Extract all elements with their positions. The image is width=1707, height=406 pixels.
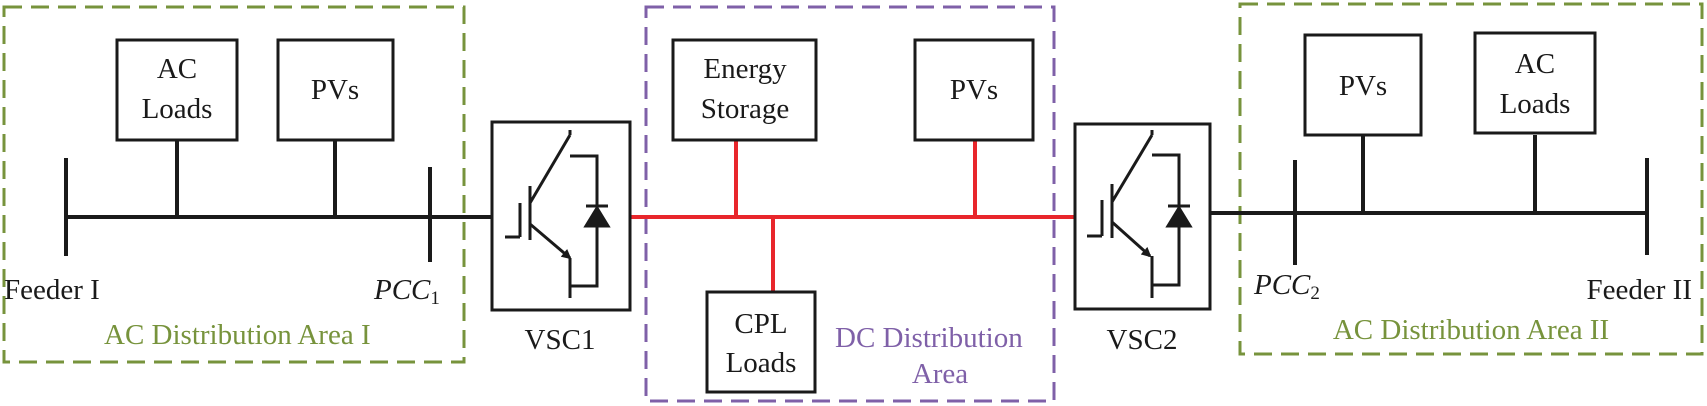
right-pvs-label: PVs <box>1339 70 1387 102</box>
dc-area-border <box>644 5 1056 403</box>
right-ac-loads-label-line2: Loads <box>1500 88 1571 120</box>
feeder-i-label: Feeder I <box>4 274 100 306</box>
ac-area-right-border <box>1238 2 1704 356</box>
pcc2-main: PCC <box>1253 269 1311 301</box>
pcc1-main: PCC <box>373 274 431 306</box>
right-ac-loads-box <box>1473 31 1597 135</box>
cpl-loads-box <box>705 290 817 394</box>
left-pvs-label: PVs <box>311 74 359 106</box>
ac-area-left-label: AC Distribution Area I <box>104 319 371 351</box>
cpl-loads-label-line1: CPL <box>734 308 787 340</box>
energy-storage-box <box>671 38 818 142</box>
pcc2-label: PCC2 <box>1253 269 1320 304</box>
vsc1-diode-icon <box>583 204 611 228</box>
cpl-loads-label-line2: Loads <box>726 347 797 379</box>
vsc1-label: VSC1 <box>525 324 596 356</box>
pcc1-label: PCC1 <box>373 274 440 309</box>
left-ac-network <box>64 140 492 262</box>
right-pvs-box <box>1303 33 1423 137</box>
feeder-ii-label: Feeder II <box>1587 274 1692 306</box>
vsc2-box <box>1073 122 1212 311</box>
energy-storage-label-line2: Storage <box>701 93 790 125</box>
vsc1-converter <box>490 120 632 312</box>
right-ac-loads-label-line1: AC <box>1515 48 1555 80</box>
pcc2-sub: 2 <box>1310 283 1320 304</box>
ac-area-right-label: AC Distribution Area II <box>1333 314 1609 346</box>
right-ac-network <box>1210 135 1649 265</box>
energy-storage-label-line1: Energy <box>703 53 787 85</box>
left-ac-loads-box <box>115 38 239 142</box>
dc-network <box>630 140 1075 292</box>
dc-pvs-label: PVs <box>950 74 998 106</box>
left-pvs-box <box>276 38 395 142</box>
left-ac-loads-label-line1: AC <box>157 53 197 85</box>
pcc1-sub: 1 <box>430 288 440 309</box>
vsc2-label: VSC2 <box>1107 324 1178 356</box>
vsc1-box <box>490 120 632 312</box>
dc-area-label-line1: DC Distribution <box>835 322 1023 354</box>
left-ac-loads-label-line2: Loads <box>142 93 213 125</box>
dc-area-label-line2: Area <box>912 358 968 390</box>
ac-area-left-border <box>2 5 466 364</box>
vsc2-diode-icon <box>1165 204 1193 228</box>
vsc2-converter <box>1073 122 1212 311</box>
dc-pvs-box <box>913 38 1035 142</box>
